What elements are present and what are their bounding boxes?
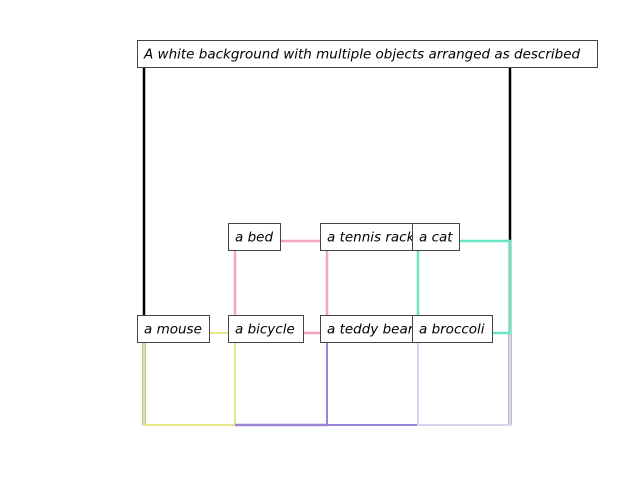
- bed-label-box: [228, 223, 281, 251]
- teddy-bear-label: a teddy bear: [320, 315, 422, 343]
- bicycle-label: a bicycle: [228, 315, 304, 343]
- broccoli-box: [417, 332, 511, 426]
- broccoli-label: a broccoli: [412, 315, 493, 343]
- caption-text: A white background with multiple objects…: [143, 47, 581, 63]
- teddy-bear-box: [326, 332, 419, 426]
- cat-label-text: a cat: [419, 230, 453, 246]
- bicycle-label-text: a bicycle: [235, 322, 295, 338]
- broccoli-label-box: [412, 315, 493, 343]
- mouse-box: [143, 332, 236, 426]
- teddy-bear-label-text: a teddy bear: [327, 322, 415, 338]
- broccoli-label-text: a broccoli: [419, 322, 485, 338]
- mouse-label: a mouse: [137, 315, 210, 343]
- bed-label-text: a bed: [235, 230, 273, 246]
- cat-label: a cat: [412, 223, 460, 251]
- mouse-label-box: [137, 315, 210, 343]
- caption-label: A white background with multiple objects…: [137, 40, 598, 68]
- caption-box: [137, 40, 598, 68]
- tennis-racket-label-text: a tennis racket: [327, 230, 429, 246]
- cat-label-box: [412, 223, 460, 251]
- mouse-label-text: a mouse: [144, 322, 202, 338]
- bed-label: a bed: [228, 223, 281, 251]
- bicycle-label-box: [228, 315, 304, 343]
